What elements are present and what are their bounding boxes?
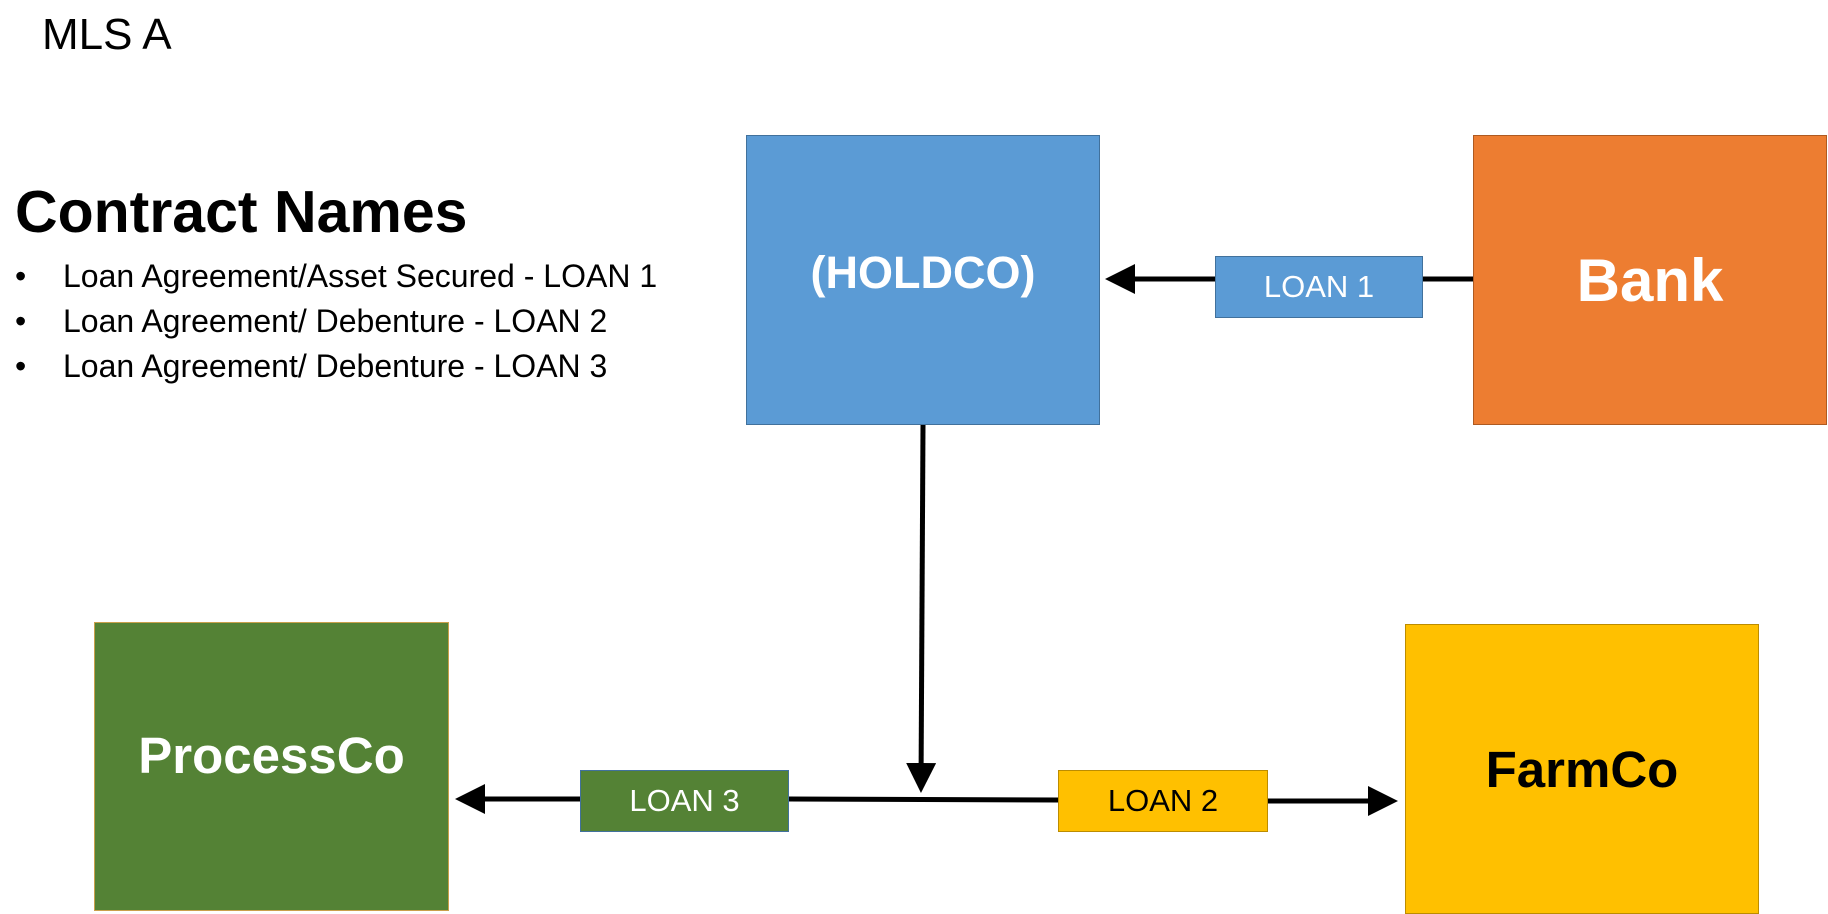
loan2-box: LOAN 2 [1058,770,1268,832]
loan3-label: LOAN 3 [629,783,740,818]
farmco-box: FarmCo [1405,624,1759,914]
loan1-box: LOAN 1 [1215,256,1423,318]
holdco-down-connector [906,424,937,793]
bank-label: Bank [1576,246,1724,314]
bullet-icon: • [15,258,27,294]
contract-names-heading: Contract Names [15,179,468,245]
contract-name: Loan Agreement/ Debenture - LOAN 3 [63,348,608,384]
processco-box: ProcessCo [94,622,449,911]
bullet-icon: • [15,303,27,339]
holdco-label: (HOLDCO) [810,247,1036,298]
middle-connector [788,796,1059,803]
list-item: • Loan Agreement/ Debenture - LOAN 3 [15,344,657,389]
contract-name: Loan Agreement/Asset Secured - LOAN 1 [63,258,658,294]
loan2-label: LOAN 2 [1107,783,1219,818]
farmco-label: FarmCo [1485,740,1679,798]
slide-title: MLS A [42,10,172,59]
bank-box: Bank [1473,135,1827,425]
contract-names-list: • Loan Agreement/Asset Secured - LOAN 1 •… [15,254,657,389]
loan1-label: LOAN 1 [1263,269,1375,304]
holdco-box: (HOLDCO) [746,135,1100,425]
list-item: • Loan Agreement/ Debenture - LOAN 2 [15,299,657,344]
loan3-box: LOAN 3 [580,770,789,832]
processco-label: ProcessCo [138,727,405,784]
list-item: • Loan Agreement/Asset Secured - LOAN 1 [15,254,657,299]
bullet-icon: • [15,348,27,384]
contract-name: Loan Agreement/ Debenture - LOAN 2 [63,303,608,339]
